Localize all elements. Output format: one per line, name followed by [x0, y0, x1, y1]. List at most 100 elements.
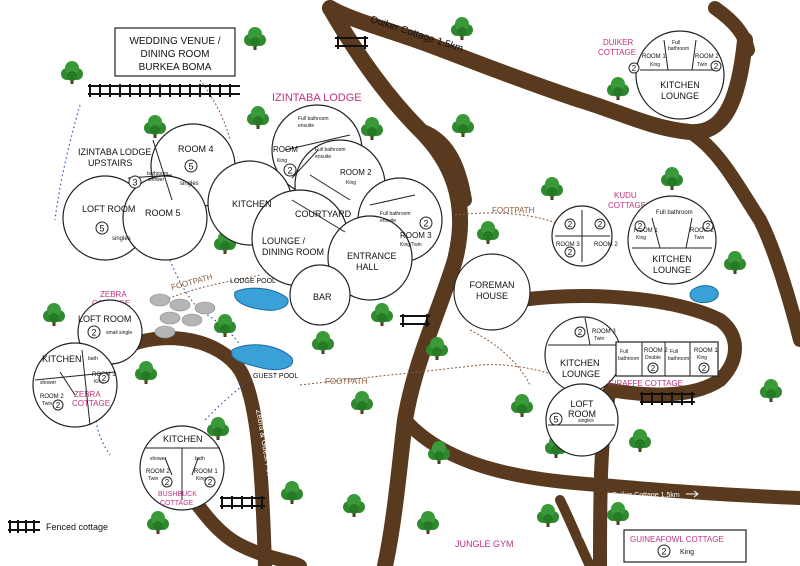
zebra-label1: ZEBRA	[74, 390, 101, 399]
bushbuck-title1: BUSHBUCK	[158, 491, 197, 498]
foreman-line2: HOUSE	[476, 291, 508, 301]
room3-num: 2	[423, 219, 428, 229]
kudu-fullbath: Full bathroom	[656, 210, 693, 216]
upstairs-line2: UPSTAIRS	[88, 158, 132, 168]
giraffe-loft-num: 5	[553, 415, 558, 425]
giraffe-room2-num: 2	[651, 364, 656, 373]
giraffe-fb1: Full	[620, 349, 628, 355]
kudu-title2: COTTAGE	[608, 201, 646, 210]
shower-word: shower	[148, 177, 164, 183]
giraffe-room3-num: 2	[578, 328, 583, 337]
bushbuck-shower: shower	[150, 456, 166, 462]
zebra-loft: LOFT ROOM	[78, 314, 131, 324]
kudu-room2-num: 2	[706, 222, 711, 231]
bushbuck-room1-note: King	[196, 476, 206, 482]
guineafowl-note: King	[680, 549, 694, 556]
wedding-venue: WEDDING VENUE / DINING ROOM BURKEA BOMA	[114, 27, 236, 77]
fullbath1-ensuite: ensuite	[298, 123, 314, 129]
venue-line2: DINING ROOM	[141, 49, 210, 60]
giraffe-cottage: ROOM 3 Twin 2 KITCHEN LOUNGE Full bathro…	[544, 316, 719, 394]
duiker-title1: DUIKER	[603, 38, 633, 47]
footpath-label-1: FOOTPATH	[492, 206, 535, 215]
footpath-label-3: FOOTPATH	[325, 377, 368, 386]
giraffe-loft-line2: ROOM	[568, 409, 596, 419]
zebra-room2-note: Twin	[42, 401, 53, 407]
fences	[8, 36, 695, 533]
giraffe-room3: ROOM 3	[592, 329, 616, 335]
duiker-road-bottom-label: Duiker Cottage 1.5km	[612, 492, 680, 499]
room5-label: ROOM 5	[145, 208, 181, 218]
kudu-side-room3: ROOM 3	[556, 242, 580, 248]
bushbuck-cottage: KITCHEN shower bath ROOM 2 Twin 2 ROOM 1…	[139, 425, 225, 511]
zebra-room2: ROOM 2	[40, 394, 64, 400]
zebra-room2-num: 2	[56, 401, 61, 410]
footpath-label-2: FOOTPATH	[170, 272, 213, 292]
izintaba-lodge: IZINTABA LODGE IZINTABA LODGE UPSTAIRS R…	[62, 92, 443, 326]
bar-label: BAR	[313, 292, 332, 302]
room4-note: singles	[180, 181, 199, 187]
duiker-title2: COTTAGE	[598, 48, 636, 57]
upstairs-line1: IZINTABA LODGE	[78, 147, 151, 157]
giraffe-room2: ROOM 2	[644, 348, 668, 354]
kudu-lounge: LOUNGE	[653, 265, 691, 275]
loft-room-note: singles	[112, 236, 131, 242]
fullbath3: Full bathroom	[380, 211, 411, 217]
duiker-room1-num: 2	[632, 64, 637, 73]
duiker-room2: ROOM 2	[695, 54, 719, 60]
izintaba-title: IZINTABA LODGE	[272, 92, 362, 104]
roads	[123, 0, 800, 566]
fullbath3-ensuite: ensuite	[380, 218, 396, 224]
giraffe-room2-note: Double	[645, 355, 661, 361]
fullbath2: Full bathroom	[315, 147, 346, 153]
jungle-gym-label: JUNGLE GYM	[455, 539, 514, 549]
izintaba-room-num: 2	[287, 166, 292, 176]
duiker-cottage: DUIKER COTTAGE Full bathroom ROOM 1 King…	[598, 30, 725, 120]
giraffe-fb2b: bathroom	[668, 356, 689, 362]
guineafowl-num: 2	[661, 547, 666, 557]
pools	[230, 285, 719, 371]
zebra-loft-note: small single	[106, 330, 132, 336]
bushbuck-kitchen: KITCHEN	[163, 434, 203, 444]
foreman-line1: FOREMAN	[470, 280, 515, 290]
entrance-line2: HALL	[356, 262, 379, 272]
bathroom-word: bathroom	[147, 171, 168, 177]
kudu-side-num-c: 2	[568, 248, 573, 257]
kudu-cottage: KUDU COTTAGE ROOM 3 ROOM 2 2 2 2 Full ba…	[551, 191, 717, 285]
guineafowl-title: GUINEAFOWL COTTAGE	[630, 535, 724, 544]
giraffe-kitchen: KITCHEN	[560, 358, 600, 368]
duiker-room1: ROOM 1	[642, 54, 666, 60]
venue-line1: WEDDING VENUE /	[129, 36, 220, 47]
giraffe-room1-note: King	[697, 355, 707, 361]
giraffe-loft-note: singles	[578, 418, 594, 424]
guineafowl-cottage: GUINEAFOWL COTTAGE 2 King	[623, 529, 747, 563]
duiker-fullbath: Full	[672, 40, 680, 46]
bushbuck-room2-note: Twin	[148, 476, 159, 482]
lounge-line1: LOUNGE /	[262, 236, 306, 246]
duiker-lounge: LOUNGE	[661, 91, 699, 101]
zebra-room1-note: King	[94, 379, 104, 385]
lodge-pool-label: LODGE POOL	[230, 278, 276, 285]
kudu-room1-note: King	[636, 235, 646, 241]
izintaba-room-label: ROOM	[273, 145, 298, 154]
small-room-num: 3	[132, 178, 137, 188]
lounge-line2: DINING ROOM	[262, 247, 324, 257]
zebra-shower: shower	[40, 380, 56, 386]
room4-num: 5	[188, 162, 193, 172]
fullbath2-ensuite: ensuite	[315, 154, 331, 160]
fullbath1: Full bathroom	[298, 116, 329, 122]
kudu-room1: ROOM 1	[634, 228, 658, 234]
room4-label: ROOM 4	[178, 144, 214, 154]
room2-note: King	[346, 180, 356, 186]
zebra-bath: bath	[88, 356, 98, 362]
legend-fenced-label: Fenced cottage	[46, 522, 108, 532]
duiker-kitchen: KITCHEN	[660, 80, 700, 90]
duiker-room2-note: Twin	[697, 62, 708, 68]
giraffe-room1-num: 2	[702, 364, 707, 373]
courtyard-label: COURTYARD	[295, 209, 352, 219]
kitchen-label: KITCHEN	[232, 199, 272, 209]
kudu-room1-num: 2	[638, 222, 643, 231]
loft-room-num: 5	[99, 224, 104, 234]
zebra-kitchen: KITCHEN	[42, 354, 82, 364]
room3-note: King/Twin	[400, 242, 422, 248]
